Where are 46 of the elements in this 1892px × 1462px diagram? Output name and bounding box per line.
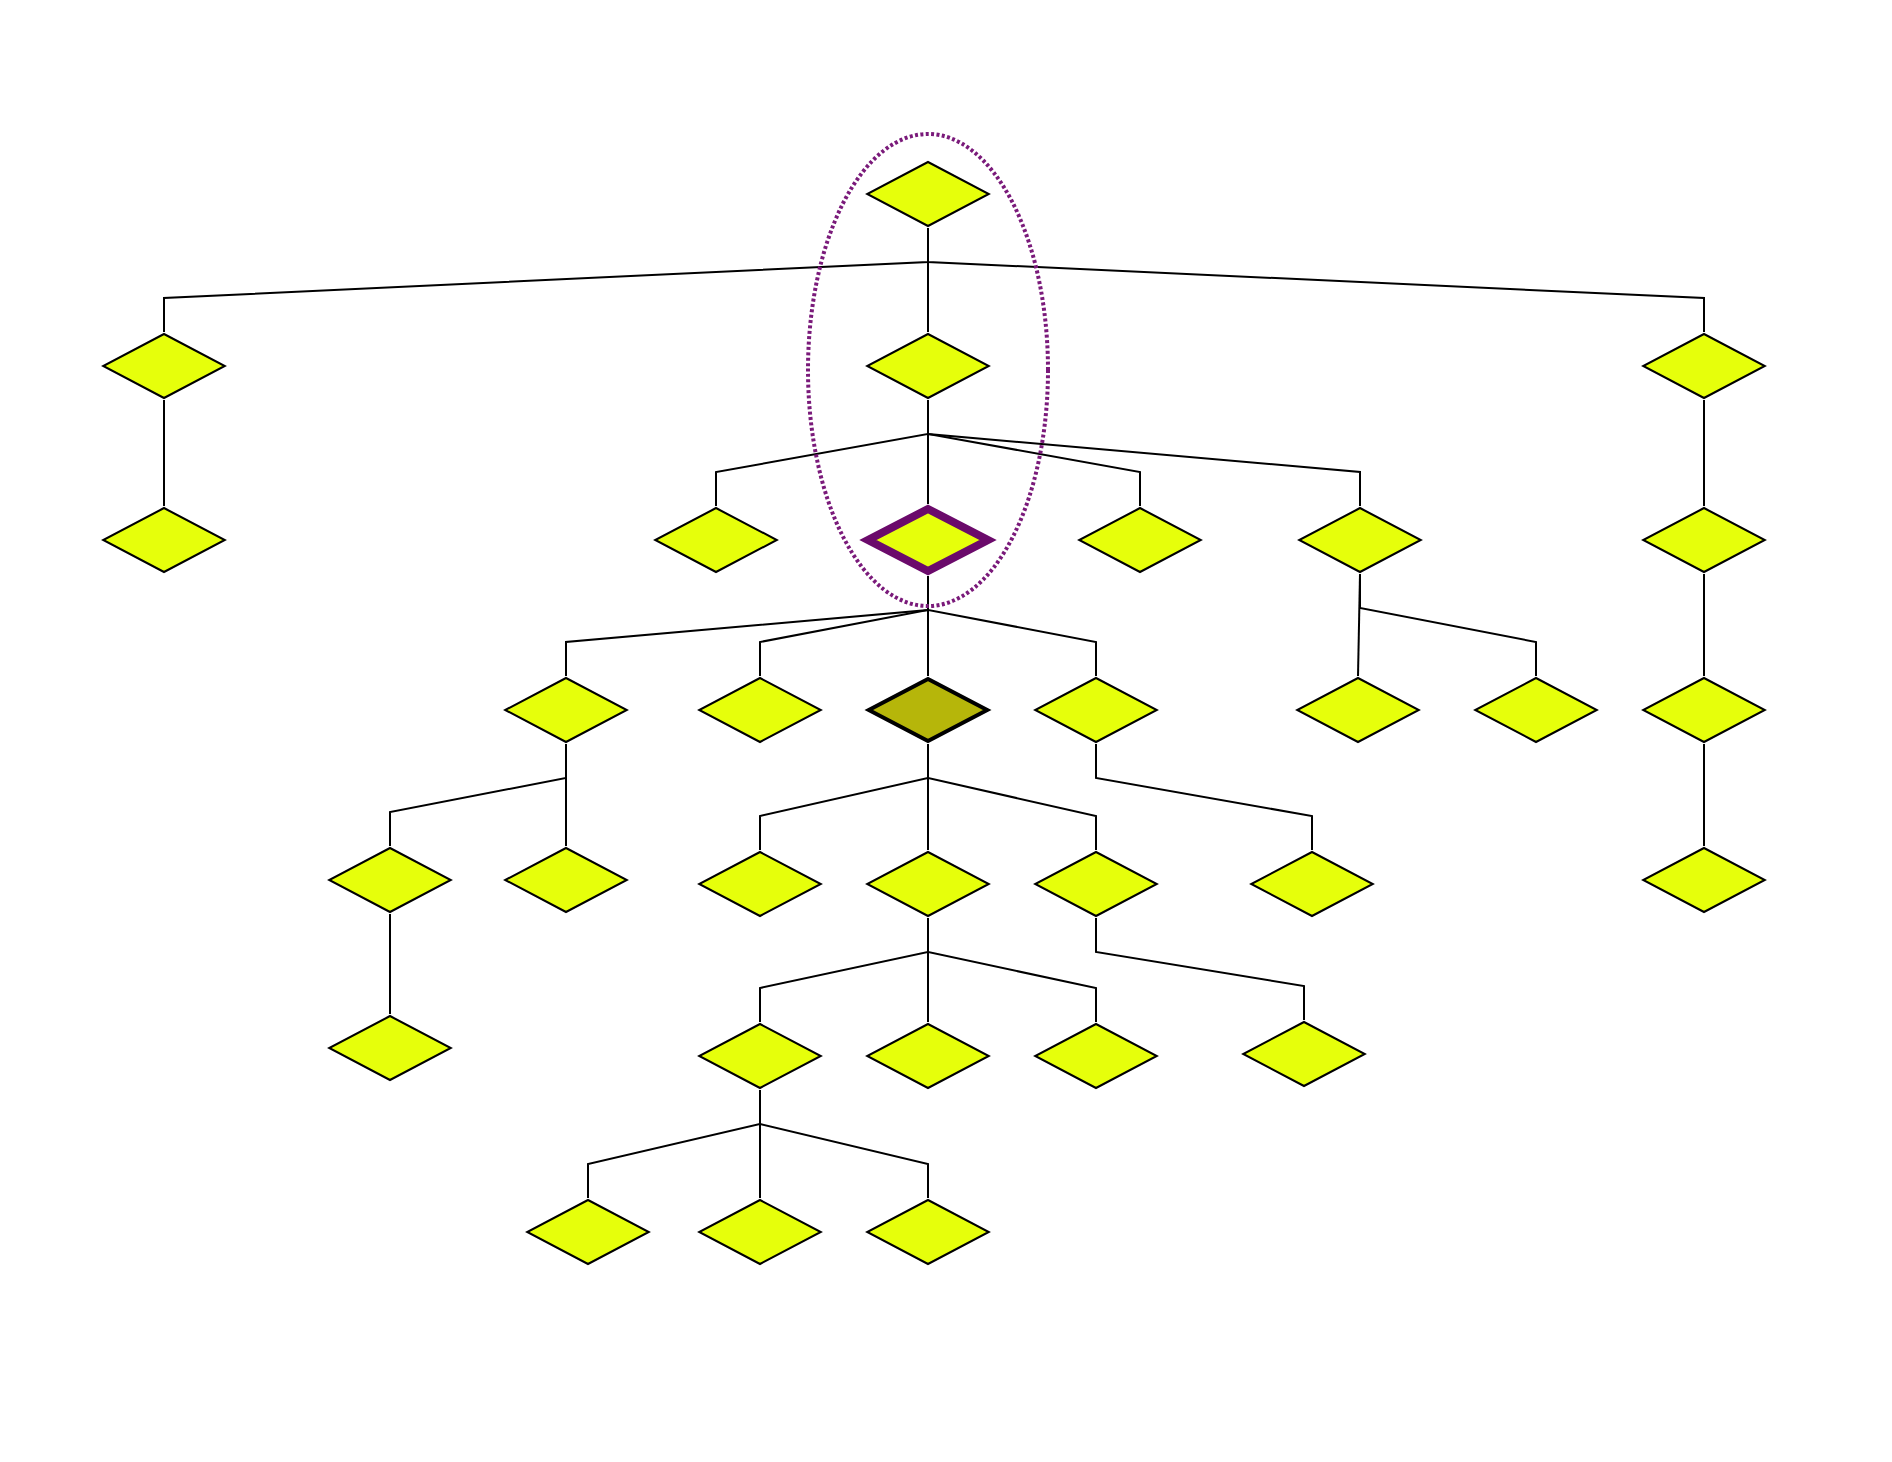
connector-line bbox=[389, 913, 391, 1015]
connector-line bbox=[1095, 917, 1305, 1021]
diamond-node bbox=[864, 332, 992, 400]
connector-line bbox=[163, 399, 165, 507]
diamond-node bbox=[1032, 1022, 1160, 1090]
diamond-node bbox=[326, 1014, 454, 1082]
diamond-node bbox=[524, 1198, 652, 1266]
diamond-node bbox=[1032, 676, 1160, 744]
diamond-node bbox=[1296, 506, 1424, 574]
diamond-node bbox=[1640, 332, 1768, 400]
diamond-node bbox=[864, 1022, 992, 1090]
diamond-node bbox=[864, 676, 992, 744]
connector-line bbox=[927, 399, 1361, 507]
diamond-node bbox=[1240, 1020, 1368, 1088]
diamond-node bbox=[1294, 676, 1422, 744]
diamond-node bbox=[696, 1198, 824, 1266]
diamond-node bbox=[860, 504, 996, 576]
diamond-node bbox=[696, 1022, 824, 1090]
connector-line bbox=[1703, 573, 1705, 677]
diamond-node bbox=[864, 1198, 992, 1266]
diamond-node bbox=[652, 506, 780, 574]
diamond-node bbox=[100, 332, 228, 400]
diamond-node bbox=[1076, 506, 1204, 574]
diamond-node bbox=[326, 846, 454, 914]
diamond-node bbox=[502, 676, 630, 744]
connector-line bbox=[927, 917, 1097, 1023]
diamond-node bbox=[100, 506, 228, 574]
diamond-node bbox=[1640, 846, 1768, 914]
diamond-node bbox=[1472, 676, 1600, 744]
diamond-node bbox=[1248, 850, 1376, 918]
connector-line bbox=[1703, 743, 1705, 847]
connector-line bbox=[1359, 573, 1537, 677]
diamond-node bbox=[696, 850, 824, 918]
diamond-node bbox=[696, 676, 824, 744]
diamond-node bbox=[1032, 850, 1160, 918]
connector-line bbox=[565, 743, 567, 847]
connector-line bbox=[927, 743, 1097, 851]
diamond-node bbox=[1640, 676, 1768, 744]
connector-line bbox=[1095, 743, 1313, 851]
diamond-node bbox=[1640, 506, 1768, 574]
diamond-node bbox=[864, 160, 992, 228]
diamond-node bbox=[502, 846, 630, 914]
diamond-node bbox=[864, 850, 992, 918]
connector-line bbox=[759, 1089, 929, 1199]
connector-line bbox=[927, 575, 1097, 677]
connector-line bbox=[1703, 399, 1705, 507]
